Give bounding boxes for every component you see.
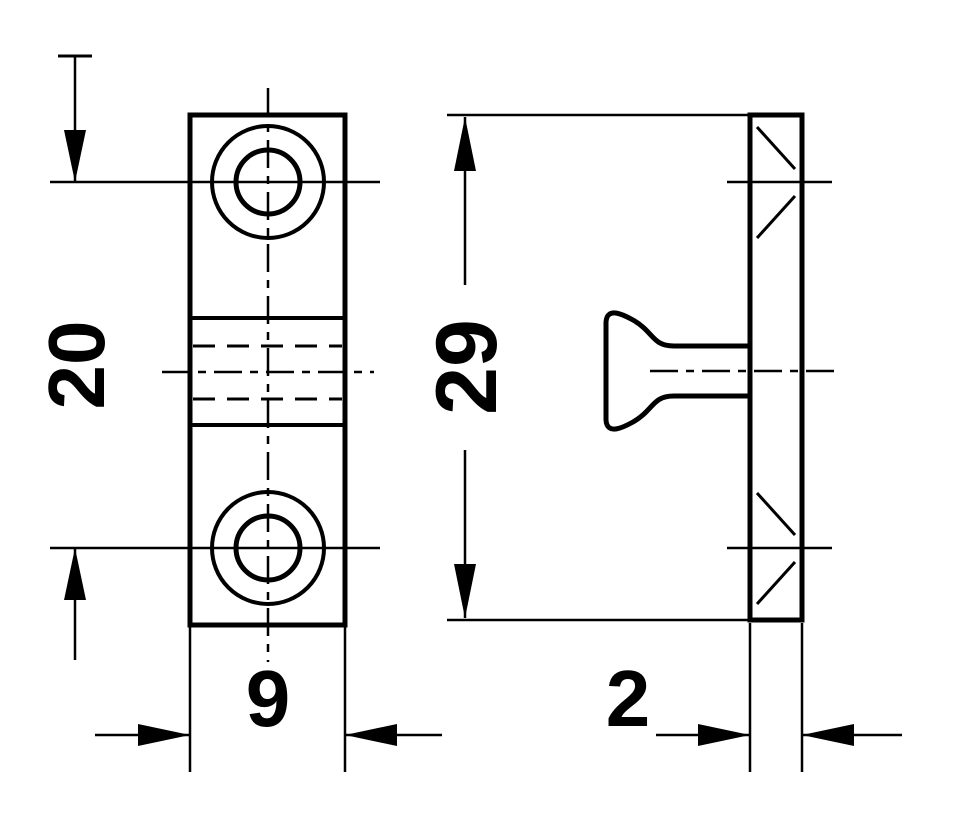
dimension-hole-spacing: 20 — [32, 54, 121, 660]
dimension-label-plate-height: 29 — [419, 319, 515, 415]
arrowhead-up-icon — [454, 117, 476, 171]
front-view — [50, 88, 380, 772]
dimension-label-plate-width: 9 — [246, 654, 291, 743]
dimension-plate-thickness: 2 — [606, 654, 902, 746]
arrowhead-up-icon — [64, 548, 86, 600]
knob-profile — [603, 310, 752, 432]
arrowhead-left-icon — [345, 724, 397, 746]
dimension-label-hole-spacing: 20 — [32, 321, 121, 410]
side-plate-outline — [747, 112, 805, 623]
arrowhead-right-icon — [138, 724, 190, 746]
side-view — [603, 112, 838, 772]
dimension-label-plate-thickness: 2 — [606, 654, 651, 743]
arrowhead-down-icon — [454, 564, 476, 618]
dimension-plate-height: 29 — [419, 113, 757, 622]
arrowhead-right-icon — [698, 724, 750, 746]
countersink-line-top-1 — [755, 125, 797, 171]
countersink-line-bottom-2 — [755, 560, 797, 606]
countersink-line-top-2 — [755, 194, 797, 240]
arrowhead-down-icon — [64, 130, 86, 182]
countersink-line-bottom-1 — [755, 491, 797, 537]
dimension-plate-width: 9 — [95, 654, 442, 746]
arrowhead-left-icon — [802, 724, 854, 746]
